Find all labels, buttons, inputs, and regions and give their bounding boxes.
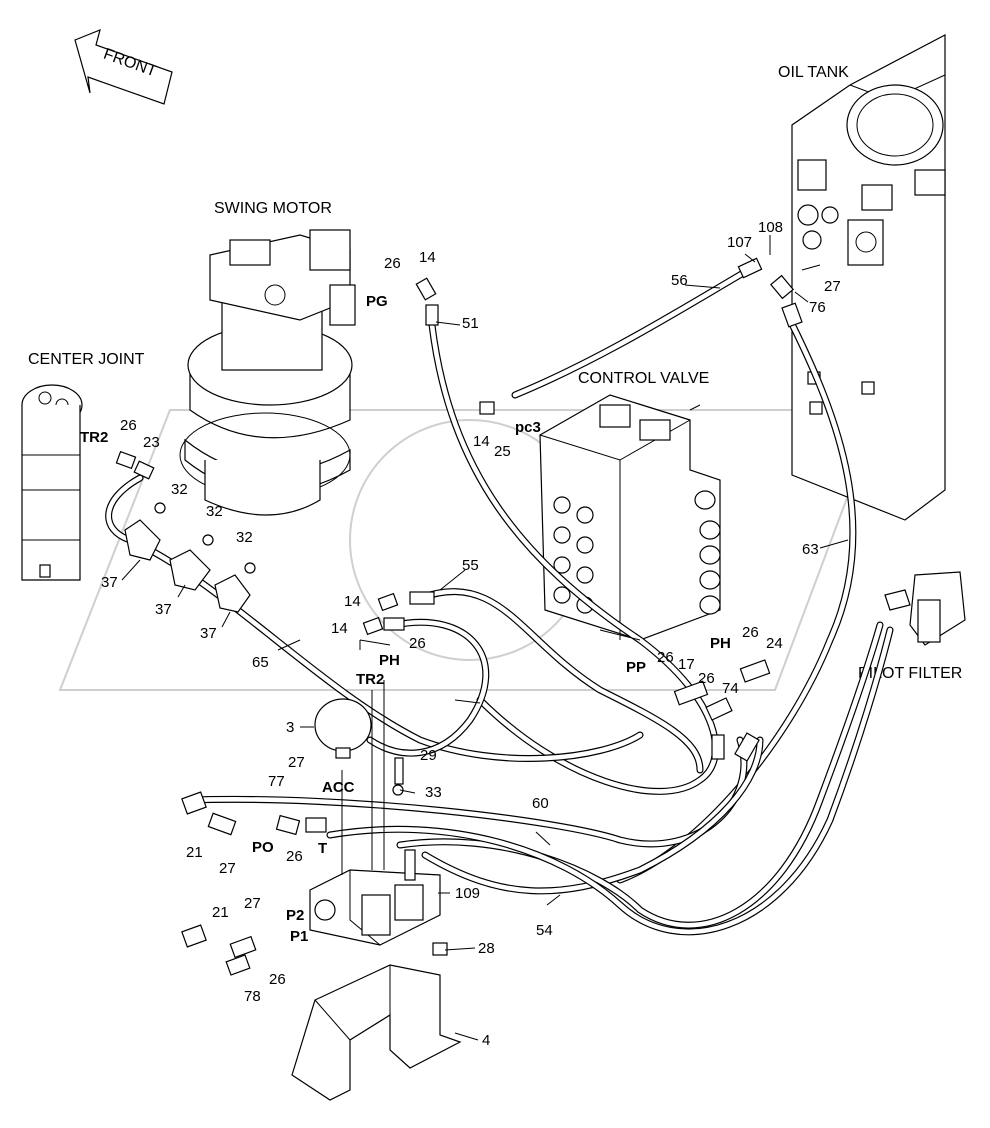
hose-clamps [124,519,251,613]
port-po: PO [252,839,274,856]
center-joint: CENTER JOINT [21,351,145,581]
callout: 109 [455,885,480,902]
callout: 108 [758,219,783,236]
callout: 51 [462,315,479,332]
port-labels: PG TR2 pc3 PH TR2 PH PP ACC PO T P2 P1 [80,293,731,945]
oil-tank: OIL TANK [778,34,946,521]
accumulator [314,698,372,759]
callout: 14 [473,433,490,450]
callout: 14 [419,249,436,266]
callout: 23 [143,434,160,451]
port-acc: ACC [322,779,355,796]
fittings [115,257,803,976]
port-p2: P2 [286,907,304,924]
front-arrow: FRONT [74,28,173,105]
leader-lines [121,235,849,1041]
callout: 37 [200,625,217,642]
port-pc3: pc3 [515,419,541,436]
callout: 32 [236,529,253,546]
callout: 56 [671,272,688,289]
callout: 27 [244,895,261,912]
swing-motor: SWING MOTOR [179,200,356,516]
callout: 76 [809,299,826,316]
callout: 3 [286,719,294,736]
port-pg: PG [366,293,388,310]
callout: 14 [344,593,361,610]
port-tr2-mid: TR2 [356,671,384,688]
callout: 26 [698,670,715,687]
center-joint-label: CENTER JOINT [28,351,145,368]
callout: 37 [101,574,118,591]
callout: 21 [212,904,229,921]
oil-tank-label: OIL TANK [778,64,849,81]
callout: 26 [657,649,674,666]
callout: 24 [766,635,783,652]
hoses [105,268,894,936]
callout: 33 [425,784,442,801]
callout: 21 [186,844,203,861]
part-callouts: 26 14 51 56 107 108 27 76 26 23 32 32 32… [101,219,841,1049]
callout: 60 [532,795,549,812]
callout: 55 [462,557,479,574]
callout: 78 [244,988,261,1005]
callout: 29 [420,747,437,764]
callout: 32 [206,503,223,520]
callout: 26 [409,635,426,652]
mounting-bracket [291,964,462,1101]
callout: 26 [120,417,137,434]
port-ph-mid: PH [379,652,400,669]
pilot-filter: PILOT FILTER [858,571,966,682]
valve-spools [553,404,721,615]
callout: 65 [252,654,269,671]
callout: 26 [286,848,303,865]
callout: 14 [331,620,348,637]
callout: 74 [722,680,739,697]
callout: 4 [482,1032,490,1049]
callout: 17 [678,656,695,673]
callout: 26 [269,971,286,988]
control-valve: CONTROL VALVE [539,370,721,641]
callout: 54 [536,922,553,939]
callout: 27 [288,754,305,771]
callout: 107 [727,234,752,251]
callout: 25 [494,443,511,460]
callout: 37 [155,601,172,618]
callout: 77 [268,773,285,790]
callout: 27 [219,860,236,877]
port-p1: P1 [290,928,308,945]
callout: 63 [802,541,819,558]
port-t: T [318,840,327,857]
callout: 26 [742,624,759,641]
callout: 28 [478,940,495,957]
port-tr2-top: TR2 [80,429,108,446]
port-ph-right: PH [710,635,731,652]
pilot-filter-label: PILOT FILTER [858,665,962,682]
port-pp: PP [626,659,646,676]
callout: 32 [171,481,188,498]
callout: 27 [824,278,841,295]
callout: 26 [384,255,401,272]
control-valve-label: CONTROL VALVE [578,370,709,387]
swing-motor-label: SWING MOTOR [214,200,332,217]
solenoid-valve-block [309,849,441,946]
